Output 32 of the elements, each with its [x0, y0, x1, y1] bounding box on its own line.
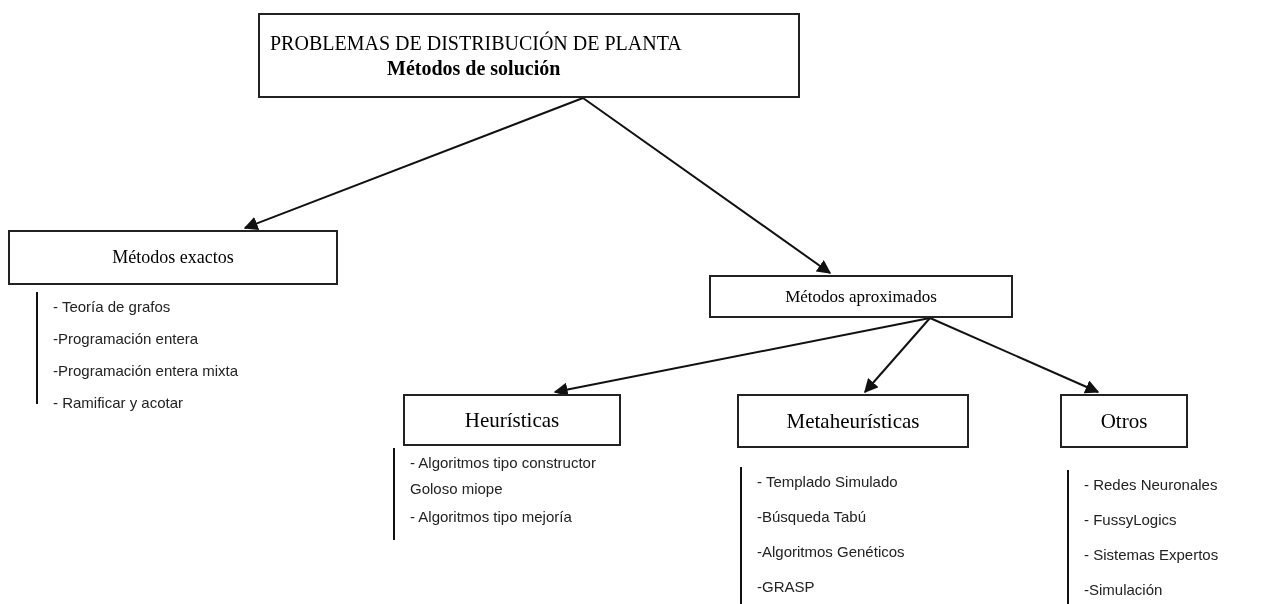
list-item: - Templado Simulado [756, 472, 899, 492]
process-box [737, 394, 969, 448]
box-title: Métodos exactos [112, 246, 234, 269]
box-title: Otros [1100, 407, 1148, 435]
process-box [1060, 394, 1188, 448]
list-item: -Programación entera mixta [52, 361, 240, 381]
list-item: - Ramificar y acotar [52, 393, 185, 413]
arrow [553, 317, 931, 397]
list-item: -Simulación [1083, 580, 1164, 600]
process-box [8, 230, 338, 285]
box-title: Métodos aproximados [785, 285, 937, 308]
list-item: - Algoritmos tipo constructor Goloso miope [409, 453, 597, 499]
list-item: - Teoría de grafos [52, 297, 172, 317]
arrow [582, 97, 832, 274]
box-subtitle: Métodos de solución [387, 55, 561, 81]
list-item: - Algoritmos tipo mejoría [409, 507, 573, 527]
process-box [709, 275, 1013, 318]
box-title: Heurísticas [464, 406, 560, 434]
list-item: -Búsqueda Tabú [756, 507, 867, 527]
list-item: - Sistemas Expertos [1083, 545, 1220, 565]
process-box [258, 13, 800, 98]
box-title: PROBLEMAS DE DISTRIBUCIÓN DE PLANTA [270, 30, 682, 56]
list-item: -Algoritmos Genéticos [756, 542, 906, 562]
list-item: - Redes Neuronales [1083, 475, 1219, 495]
arrow [864, 317, 931, 394]
process-box [403, 394, 621, 446]
list-item: - FussyLogics [1083, 510, 1178, 530]
arrow [929, 317, 1100, 394]
list-item: -GRASP [756, 577, 816, 597]
box-title: Metaheurísticas [786, 407, 920, 435]
list-item: -Programación entera [52, 329, 200, 349]
arrow [243, 97, 584, 230]
